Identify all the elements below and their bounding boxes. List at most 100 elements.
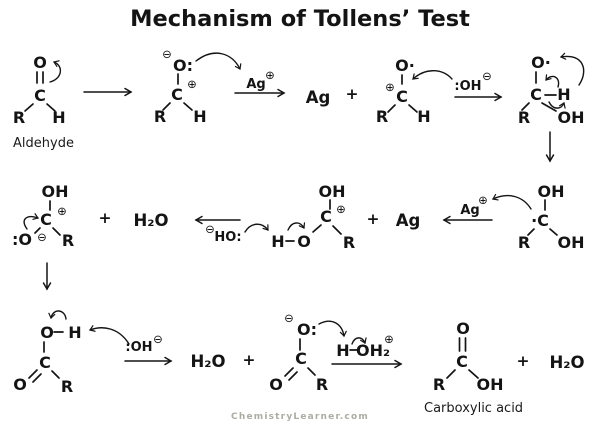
cation-r-group: R — [343, 233, 355, 252]
hemi-hydroxyl: OH — [558, 108, 585, 127]
carboxylic-acid-caption: Carboxylic acid — [424, 401, 523, 416]
zwitterion-hydroxyl: OH — [42, 182, 69, 201]
alkoxide-carbon: C — [171, 85, 183, 104]
hydroxide-label-3: :OH — [125, 340, 152, 355]
charge-plus-silver-2: ⊕ — [478, 193, 488, 207]
cation-bond-o-c — [312, 224, 322, 233]
silver-ion-label-1: Ag — [246, 77, 265, 92]
cation-bond-c-r — [332, 225, 342, 235]
structure-protonated-diol-cation: OH C ⊕ H O R — [244, 182, 355, 252]
aldehyde-hydrogen: H — [52, 108, 65, 127]
aldehyde-caption: Aldehyde — [13, 136, 74, 151]
hydroxide-label-1: :OH — [454, 79, 481, 94]
structure-aldehyde: O C R H Aldehyde — [13, 53, 74, 151]
alkoxide-hydrogen: H — [193, 107, 206, 126]
hemi-radical-oxygen: O· — [531, 53, 551, 72]
acid-double-bond-1 — [28, 369, 38, 379]
cation-proton-h: H — [271, 232, 284, 251]
radical-bond-c-r — [387, 104, 396, 113]
diol-hydroxyl-bottom: OH — [558, 233, 585, 252]
zwitterion-carbon: C — [40, 210, 52, 229]
charge-plus-carbocation: ⊕ — [187, 77, 197, 91]
curved-arrow-pi-to-oxygen — [49, 60, 61, 83]
acid-hydroxyl-oxygen: O — [40, 323, 54, 342]
hemi-bond-c-oh — [541, 102, 557, 112]
page-title: Mechanism of Tollens’ Test — [130, 6, 470, 32]
zwitterion-r-group: R — [62, 231, 74, 250]
water-product-1: H₂O — [133, 211, 168, 230]
silver-product-2: Ag — [396, 211, 421, 230]
cation-oxygen: O — [297, 232, 311, 251]
watermark: ChemistryLearner.com — [231, 412, 369, 422]
diol-bond-c-oh — [549, 228, 558, 236]
aldehyde-r-group: R — [13, 108, 25, 127]
curved-arrow-to-oxygen-radical — [559, 52, 585, 86]
diol-hydroxyl-top: OH — [538, 182, 565, 201]
charge-plus-zwitterion: ⊕ — [57, 204, 67, 218]
cation-hydroxyl-top: OH — [319, 182, 346, 201]
charge-minus-alkoxide: ⊖ — [162, 47, 172, 61]
plus-operator-5: + — [517, 352, 530, 370]
water-product-2: H₂O — [190, 352, 225, 371]
carboxylate-bond-c-r — [307, 367, 316, 376]
aldehyde-carbon: C — [34, 86, 46, 105]
zwitterion-bond-c-r — [52, 227, 61, 236]
water-product-3: H₂O — [549, 353, 584, 372]
curved-arrow-oxide-to-carbon — [23, 213, 39, 230]
radical-oxygen: O· — [395, 56, 415, 75]
carboxylate-carbonyl-oxygen: O — [269, 375, 283, 394]
radical-r-group: R — [376, 107, 388, 126]
carboxylate-oxygen: O: — [297, 320, 317, 339]
acid-double-bond-2 — [32, 373, 42, 383]
diol-bond-c-r — [527, 228, 535, 236]
carboxylate-r-group: R — [316, 375, 328, 394]
carboxylate-double-bond-2 — [288, 371, 298, 381]
plus-operator-3: + — [99, 209, 112, 227]
acid-bond-c-r — [51, 370, 60, 379]
carboxylate-double-bond-1 — [284, 367, 294, 377]
product-bond-c-r — [446, 369, 456, 379]
radical-hydrogen: H — [417, 107, 430, 126]
aldehyde-bond-c-r — [24, 103, 34, 112]
hydroxide-label-2: HO: — [214, 230, 241, 245]
product-carbon: C — [456, 352, 468, 371]
hemi-r-group: R — [518, 108, 530, 127]
hemi-hydrogen: H — [557, 85, 570, 104]
structure-oxygen-radical-cation: O· ⊕ C R H — [376, 56, 431, 126]
curved-arrow-ch-to-oc — [545, 74, 560, 88]
curved-arrow-hydroxide-to-proton — [244, 223, 269, 233]
silver-product-1: Ag — [306, 88, 331, 107]
curved-arrow-oxygen-to-silver — [195, 52, 242, 70]
curved-arrow-carboxylate-to-hydronium — [318, 320, 347, 338]
product-carbonyl-oxygen: O — [456, 319, 470, 338]
acid-r-group: R — [61, 377, 73, 396]
acid-carbon: C — [39, 353, 51, 372]
zwitterion-oxide: :O — [12, 230, 32, 249]
plus-operator-2: + — [367, 210, 380, 228]
charge-minus-oxide: ⊖ — [37, 230, 47, 244]
curved-arrow-hydronium-bond — [351, 337, 367, 345]
hydronium-ion: H OH₂ ⊕ — [336, 332, 394, 360]
alkoxide-bond-c-r — [162, 102, 171, 111]
curved-arrow-hydroxide-to-carbon — [412, 70, 453, 80]
charge-minus-carboxylate: ⊖ — [284, 311, 294, 325]
structure-carboxylate: ⊖ O: C O R — [269, 311, 347, 394]
product-bond-c-oh — [468, 369, 479, 379]
charge-plus-silver-1: ⊕ — [265, 68, 275, 82]
charge-plus-hydronium: ⊕ — [384, 332, 394, 346]
silver-ion-label-2: Ag — [460, 203, 479, 218]
charge-minus-hydroxide-2: ⊖ — [205, 222, 215, 236]
structure-acid-deprotonation: O H C O R — [13, 310, 130, 396]
charge-plus-radical-carbon: ⊕ — [385, 80, 395, 94]
diol-r-group: R — [518, 233, 530, 252]
curved-arrow-ho-bond-to-oxygen — [287, 222, 306, 231]
carboxylate-carbon: C — [295, 349, 307, 368]
charge-plus-cation: ⊕ — [336, 202, 346, 216]
aldehyde-bond-c-h — [46, 103, 56, 112]
alkoxide-oxygen: O: — [173, 56, 193, 75]
product-r-group: R — [433, 375, 445, 394]
hemi-bond-c-r — [521, 102, 530, 111]
aldehyde-oxygen: O — [33, 53, 47, 72]
structure-carbon-radical-diol: OH ·C R OH — [492, 182, 585, 252]
